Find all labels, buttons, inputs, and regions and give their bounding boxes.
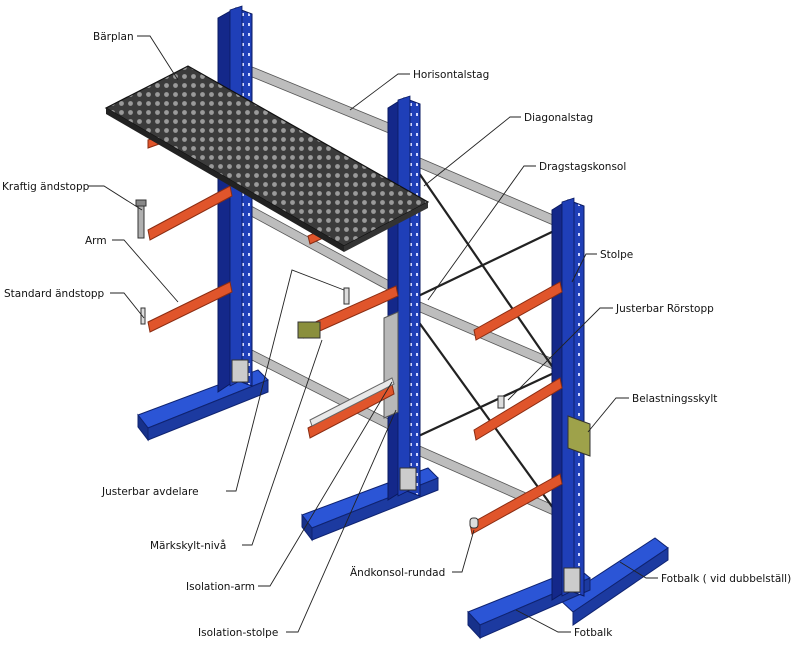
label-fotbalk-dubbel: Fotbalk ( vid dubbelställ) [661, 573, 791, 585]
isolation-column [383, 311, 399, 419]
label-fotbalk: Fotbalk [574, 627, 613, 639]
diagonal-braces [409, 159, 557, 513]
label-kraftig-andstopp: Kraftig ändstopp [2, 181, 90, 193]
leader-lines [88, 35, 658, 633]
label-markskylt-niva: Märkskylt-nivå [150, 539, 226, 552]
isolation-arm-shape [309, 377, 395, 427]
label-isolation-arm: Isolation-arm [186, 581, 255, 593]
standard-end-stop [140, 307, 146, 325]
label-barplan: Bärplan [93, 31, 134, 43]
label-belastningsskylt: Belastningsskylt [632, 393, 717, 405]
label-dragstagskonsol: Dragstagskonsol [539, 161, 626, 173]
label-stolpe: Stolpe [600, 249, 633, 261]
label-horisontalstag: Horisontalstag [413, 69, 489, 81]
label-justerbar-rorstopp: Justerbar Rörstopp [615, 303, 714, 315]
label-justerbar-avdelare: Justerbar avdelare [101, 486, 199, 498]
adjustable-divider [343, 287, 350, 305]
label-standard-andstopp: Standard ändstopp [4, 288, 105, 300]
label-arm: Arm [85, 235, 107, 247]
adjustable-pipe-stop [497, 395, 505, 409]
horizontal-tubes [239, 61, 561, 519]
column-right [551, 197, 585, 601]
label-isolation-stolpe: Isolation-stolpe [198, 627, 278, 639]
heavy-end-stop [135, 199, 147, 239]
deck-plate [104, 65, 430, 252]
level-sign-plate [297, 321, 321, 339]
load-sign [567, 415, 591, 457]
arms-right-column [469, 281, 563, 535]
rounded-end-bracket [469, 517, 479, 529]
label-andkonsol-rundad: Ändkonsol-rundad [350, 566, 445, 579]
label-diagonalstag: Diagonalstag [524, 112, 593, 124]
